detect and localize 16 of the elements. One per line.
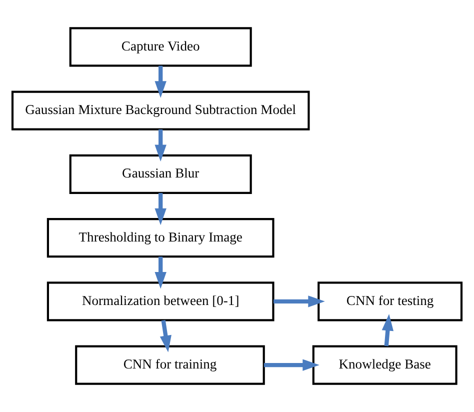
node-box: CNN for testing bbox=[318, 282, 463, 322]
node-box: Knowledge Base bbox=[312, 345, 458, 385]
arrow bbox=[274, 296, 325, 308]
node-box: Gaussian Blur bbox=[69, 154, 252, 194]
arrow bbox=[154, 193, 166, 226]
node-box: CNN for training bbox=[75, 345, 265, 385]
node-box: Capture Video bbox=[69, 27, 252, 67]
node-box: Thresholding to Binary Image bbox=[46, 218, 274, 258]
node-box: Normalization between [0-1] bbox=[46, 282, 274, 322]
arrow bbox=[264, 359, 320, 371]
node-box: Gaussian Mixture Background Subtraction Model bbox=[11, 90, 310, 130]
arrow bbox=[154, 66, 166, 98]
arrow bbox=[160, 320, 172, 352]
arrow bbox=[382, 314, 394, 346]
arrow bbox=[154, 129, 166, 162]
arrow bbox=[154, 256, 166, 289]
